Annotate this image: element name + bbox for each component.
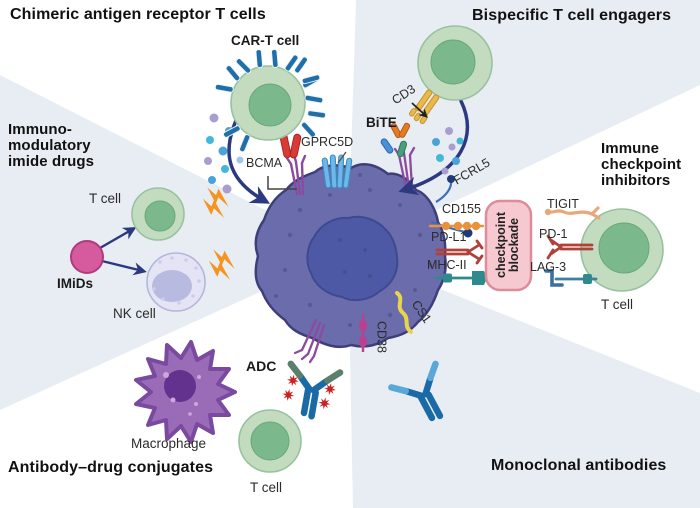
label-checkpoint-blockade-line2: blockade bbox=[507, 217, 521, 273]
label-t-cell-bottom: T cell bbox=[250, 480, 283, 495]
tigit-receptor bbox=[544, 206, 601, 220]
macrophage-cell bbox=[134, 340, 237, 444]
label-imids: IMiDs bbox=[57, 276, 94, 291]
label-pd-1: PD-1 bbox=[539, 227, 568, 241]
heading-mab: Monoclonal antibodies bbox=[491, 457, 667, 474]
monoclonal-antibody-icon bbox=[388, 360, 444, 422]
car-red-binder bbox=[279, 133, 302, 159]
cd155-ligand bbox=[428, 221, 485, 231]
label-lag-3: LAG-3 bbox=[530, 260, 567, 274]
heading-checkpoint-line3: inhibitors bbox=[601, 172, 671, 189]
label-gprc5d: GPRC5D bbox=[301, 135, 354, 149]
heading-car-t: Chimeric antigen receptor T cells bbox=[10, 6, 266, 23]
pd-l1-ligand bbox=[435, 239, 484, 265]
label-pd-l1: PD-L1 bbox=[431, 230, 467, 244]
bite-molecule bbox=[380, 122, 411, 158]
nk-cell bbox=[146, 252, 206, 312]
bcma-receptor-bottom bbox=[293, 318, 326, 364]
label-checkpoint-blockade: checkpoint blockade bbox=[494, 212, 521, 278]
drug-payload-star-icon bbox=[282, 374, 336, 410]
label-bite: BiTE bbox=[366, 115, 397, 130]
pd-1-receptor bbox=[546, 234, 594, 260]
label-nk-cell: NK cell bbox=[113, 306, 156, 321]
gprc5d-receptor bbox=[321, 154, 353, 189]
lag-3-receptor bbox=[544, 269, 598, 287]
label-cd155: CD155 bbox=[442, 202, 481, 216]
activation-bolt-icon bbox=[202, 187, 235, 280]
label-car-t-cell: CAR-T cell bbox=[231, 33, 300, 48]
macrophage-speckles bbox=[163, 372, 201, 416]
cd38-receptor bbox=[359, 314, 367, 352]
label-bcma: BCMA bbox=[246, 156, 283, 170]
fcrl5-receptor bbox=[430, 175, 473, 238]
mhc-ii-molecule bbox=[434, 271, 487, 285]
heading-bite: Bispecific T cell engagers bbox=[472, 7, 672, 24]
label-t-cell-right: T cell bbox=[601, 297, 634, 312]
checkpoint-blockade-box bbox=[484, 199, 533, 292]
annotation-pointers bbox=[267, 102, 428, 190]
checkpoint-t-cell bbox=[580, 208, 664, 292]
label-tigit: TIGIT bbox=[547, 197, 579, 211]
nucleus-speckles bbox=[338, 238, 372, 278]
adc-antibody-icon bbox=[282, 360, 344, 420]
label-cd38: CD38 bbox=[374, 321, 389, 353]
label-adc: ADC bbox=[246, 358, 277, 374]
myeloma-nucleus bbox=[306, 215, 399, 302]
heading-imids-line3: imide drugs bbox=[8, 153, 95, 170]
heading-adc: Antibody–drug conjugates bbox=[8, 459, 214, 476]
heading-imids-line2: modulatory bbox=[8, 137, 91, 154]
cs1-receptor bbox=[395, 291, 413, 334]
myeloma-cell bbox=[254, 163, 447, 349]
heading-checkpoint-line1: Immune bbox=[601, 140, 660, 157]
imids-drug bbox=[70, 240, 104, 274]
imids-arrows bbox=[99, 227, 147, 276]
car-receptor-icon bbox=[214, 49, 327, 153]
label-t-cell-left: T cell bbox=[89, 191, 122, 206]
heading-imids: Immuno- modulatory imide drugs bbox=[8, 122, 94, 170]
imids-t-cell bbox=[131, 187, 185, 241]
heading-imids-line1: Immuno- bbox=[8, 121, 73, 138]
car-t-cell bbox=[214, 49, 327, 153]
adc-t-cell bbox=[238, 409, 302, 473]
label-mhc-ii: MHC-II bbox=[427, 258, 467, 272]
heading-checkpoint: Immune checkpoint inhibitors bbox=[601, 141, 681, 189]
label-macrophage: Macrophage bbox=[131, 436, 207, 451]
heading-checkpoint-line2: checkpoint bbox=[601, 156, 682, 173]
nk-speckles bbox=[152, 256, 201, 305]
myeloma-speckles bbox=[274, 173, 432, 327]
